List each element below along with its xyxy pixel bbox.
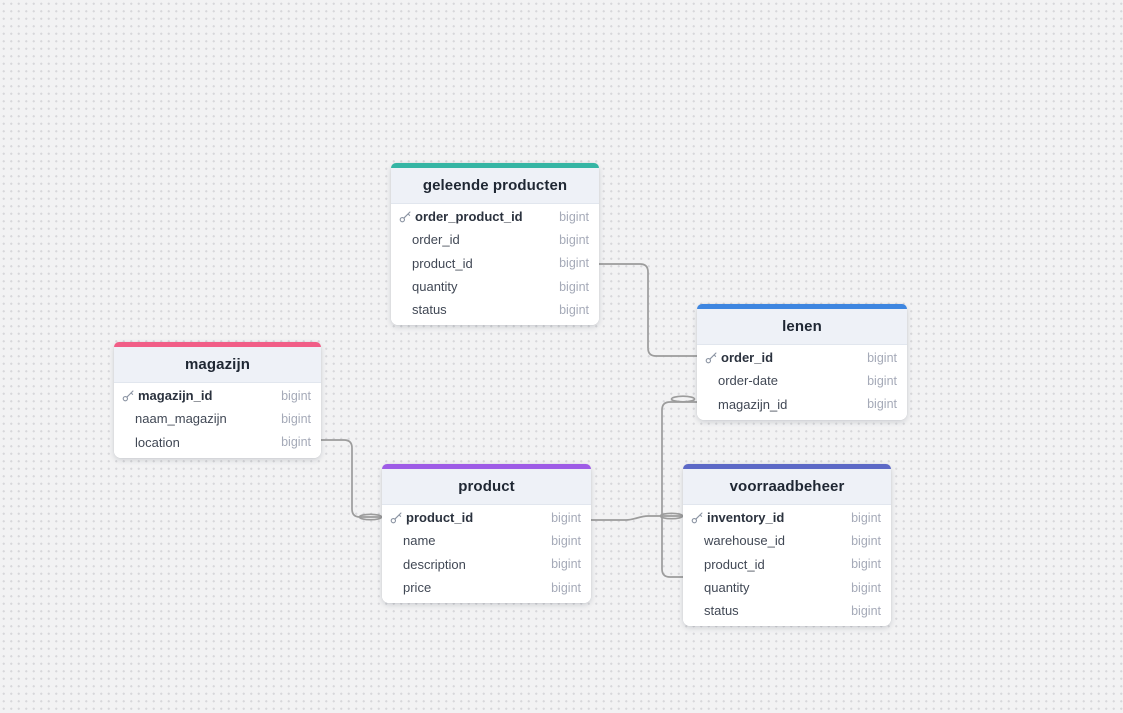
field-row[interactable]: quantity bigint: [683, 576, 891, 599]
field-type: bigint: [551, 580, 581, 595]
field-type: bigint: [851, 580, 881, 595]
field-type: bigint: [851, 510, 881, 525]
table-body: inventory_id bigint warehouse_id bigint …: [683, 505, 891, 627]
field-name: description: [403, 556, 466, 572]
field-type: bigint: [559, 232, 589, 247]
relationship-endpoint-loop-voorraadbeheer: [659, 512, 684, 520]
table-header[interactable]: product: [382, 469, 591, 505]
field-row[interactable]: status bigint: [683, 599, 891, 622]
field-type: bigint: [281, 435, 311, 450]
relationship-line-lenen-to-voorraadbeheer[interactable]: [661, 401, 697, 578]
table-voorraadbeheer[interactable]: voorraadbeheer inventory_id bigint wareh…: [683, 464, 891, 627]
field-row[interactable]: description bigint: [382, 553, 591, 576]
field-type: bigint: [559, 256, 589, 271]
relationship-line-product-to-voorraadbeheer[interactable]: [591, 515, 683, 521]
field-type: bigint: [559, 302, 589, 317]
table-header[interactable]: voorraadbeheer: [683, 469, 891, 505]
table-body: order_product_id bigint order_id bigint …: [391, 204, 599, 326]
field-type: bigint: [551, 510, 581, 525]
field-type: bigint: [867, 373, 897, 388]
field-row[interactable]: magazijn_id bigint: [114, 384, 321, 407]
field-row[interactable]: price bigint: [382, 576, 591, 599]
field-name: magazijn_id: [122, 388, 212, 403]
field-name: inventory_id: [691, 510, 784, 525]
field-row[interactable]: status bigint: [391, 298, 599, 321]
field-name: quantity: [412, 279, 458, 295]
field-type: bigint: [867, 350, 897, 365]
field-type: bigint: [559, 209, 589, 224]
table-lenen[interactable]: lenen order_id bigint order-date bigint …: [697, 304, 907, 420]
table-title: geleende producten: [422, 177, 568, 194]
field-name: status: [704, 603, 739, 619]
field-row[interactable]: inventory_id bigint: [683, 506, 891, 529]
table-title: lenen: [782, 318, 822, 335]
field-row[interactable]: product_id bigint: [683, 553, 891, 576]
table-body: magazijn_id bigint naam_magazijn bigint …: [114, 383, 321, 458]
field-row[interactable]: warehouse_id bigint: [683, 529, 891, 552]
field-name: status: [412, 302, 447, 318]
field-row[interactable]: order-date bigint: [697, 369, 907, 392]
field-type: bigint: [281, 411, 311, 426]
field-name: order-date: [718, 373, 778, 389]
table-accent-strip: [382, 464, 591, 469]
field-row[interactable]: order_id bigint: [697, 346, 907, 369]
primary-key-icon: [691, 512, 703, 524]
table-title: product: [458, 478, 515, 495]
relationship-endpoint-loop-lenen: [670, 395, 696, 403]
field-row[interactable]: magazijn_id bigint: [697, 393, 907, 416]
table-product[interactable]: product product_id bigint name bigint de…: [382, 464, 591, 604]
field-type: bigint: [551, 533, 581, 548]
field-name: order_id: [705, 350, 773, 365]
relationship-endpoint-loop-product: [358, 513, 383, 521]
field-row[interactable]: order_product_id bigint: [391, 205, 599, 228]
table-accent-strip: [114, 342, 321, 347]
field-type: bigint: [551, 557, 581, 572]
relationship-line-geleende-producten-to-lenen[interactable]: [599, 263, 697, 357]
field-name: naam_magazijn: [135, 411, 227, 427]
field-type: bigint: [281, 388, 311, 403]
field-name: name: [403, 533, 436, 549]
table-geleende-producten[interactable]: geleende producten order_product_id bigi…: [391, 163, 599, 326]
primary-key-icon: [390, 512, 402, 524]
primary-key-icon: [399, 211, 411, 223]
table-magazijn[interactable]: magazijn magazijn_id bigint naam_magazij…: [114, 342, 321, 458]
field-type: bigint: [851, 557, 881, 572]
table-title: magazijn: [185, 356, 250, 373]
field-type: bigint: [851, 533, 881, 548]
table-header[interactable]: lenen: [697, 309, 907, 345]
field-row[interactable]: product_id bigint: [382, 506, 591, 529]
table-header[interactable]: geleende producten: [391, 168, 599, 204]
field-row[interactable]: product_id bigint: [391, 252, 599, 275]
table-accent-strip: [683, 464, 891, 469]
field-row[interactable]: quantity bigint: [391, 275, 599, 298]
field-name: product_id: [390, 510, 473, 525]
field-name: warehouse_id: [704, 533, 785, 549]
table-body: product_id bigint name bigint descriptio…: [382, 505, 591, 604]
field-name: order_product_id: [399, 209, 523, 224]
relationship-line-magazijn-to-product[interactable]: [321, 439, 382, 518]
table-accent-strip: [697, 304, 907, 309]
field-name: magazijn_id: [718, 396, 788, 412]
primary-key-icon: [122, 390, 134, 402]
field-name: product_id: [412, 255, 473, 271]
field-name: location: [135, 434, 180, 450]
field-type: bigint: [559, 279, 589, 294]
field-name: quantity: [704, 580, 750, 596]
field-type: bigint: [851, 603, 881, 618]
field-name: price: [403, 580, 432, 596]
field-name: product_id: [704, 556, 765, 572]
field-row[interactable]: name bigint: [382, 529, 591, 552]
primary-key-icon: [705, 352, 717, 364]
field-row[interactable]: naam_magazijn bigint: [114, 407, 321, 430]
field-row[interactable]: location bigint: [114, 431, 321, 454]
table-accent-strip: [391, 163, 599, 168]
table-body: order_id bigint order-date bigint magazi…: [697, 345, 907, 420]
field-row[interactable]: order_id bigint: [391, 228, 599, 251]
field-type: bigint: [867, 397, 897, 412]
table-title: voorraadbeheer: [729, 478, 845, 495]
table-header[interactable]: magazijn: [114, 347, 321, 383]
field-name: order_id: [412, 232, 460, 248]
